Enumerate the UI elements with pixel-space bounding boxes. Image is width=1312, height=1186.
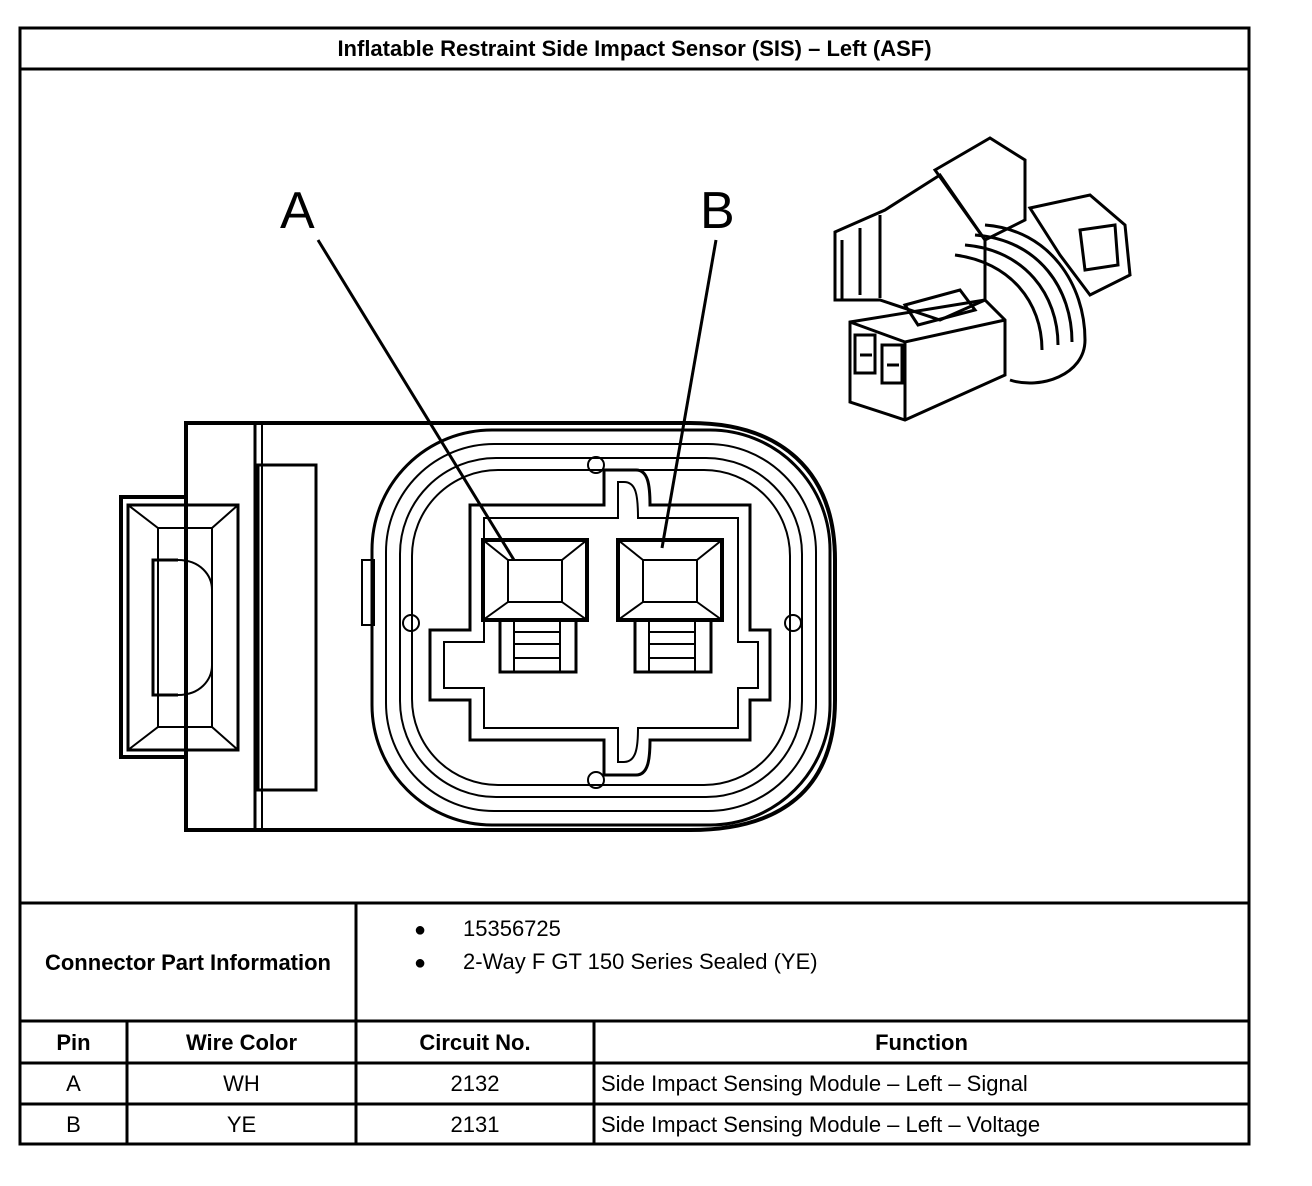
connector-info-label: Connector Part Information <box>44 950 331 975</box>
page-title: Inflatable Restraint Side Impact Sensor … <box>337 36 932 61</box>
callout-a: A <box>280 182 315 240</box>
part-number: 15356725 <box>463 916 561 941</box>
bullet-icon: ● <box>414 952 427 974</box>
header-function: Function <box>875 1030 968 1055</box>
table-grid <box>18 26 1251 1146</box>
row-b-wire-color: YE <box>226 1112 257 1137</box>
row-a-pin: A <box>66 1071 81 1096</box>
row-b-function: Side Impact Sensing Module – Left – Volt… <box>601 1112 1041 1137</box>
connector-iso-illustration <box>833 136 1132 422</box>
row-a-circuit: 2132 <box>450 1071 500 1096</box>
connector-description: 2-Way F GT 150 Series Sealed (YE) <box>463 949 818 974</box>
row-b-pin: B <box>66 1112 81 1137</box>
row-a-function: Side Impact Sensing Module – Left – Sign… <box>601 1071 1028 1096</box>
header-wire-color: Wire Color <box>185 1030 298 1055</box>
header-circuit: Circuit No. <box>419 1030 531 1055</box>
row-a-wire-color: WH <box>223 1071 260 1096</box>
connector-face-drawing <box>119 239 837 832</box>
header-pin: Pin <box>56 1030 91 1055</box>
callout-b: B <box>700 182 735 240</box>
row-b-circuit: 2131 <box>450 1112 500 1137</box>
bullet-icon: ● <box>414 919 427 941</box>
